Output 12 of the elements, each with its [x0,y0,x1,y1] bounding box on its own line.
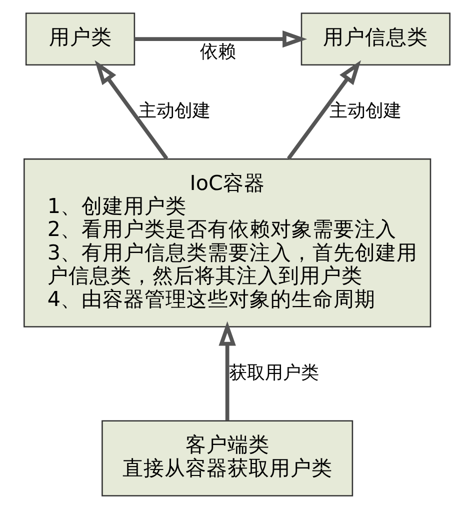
node-box: IoC容器 1、创建用户类 2、看用户类是否有依赖对象需要注入 3、有用户信息类需要注入，首先创建用户信息类，然后将其注入到用户类 4、由容器管理这些对象的生命周期 [24,158,432,328]
edge-label: 依赖 [200,41,236,62]
edge-label: 主动创建 [138,100,210,122]
arrow [286,60,362,160]
arrow [134,30,308,48]
edge-label: 主动创建 [329,100,402,122]
arrow [218,321,236,420]
edge-label: 获取用户类 [228,362,319,384]
node-box: 用户信息类 [300,12,450,66]
arrow [94,60,168,160]
node-box: 用户类 [25,12,136,66]
node-box: 客户端类 直接从容器获取用户类 [102,420,354,496]
